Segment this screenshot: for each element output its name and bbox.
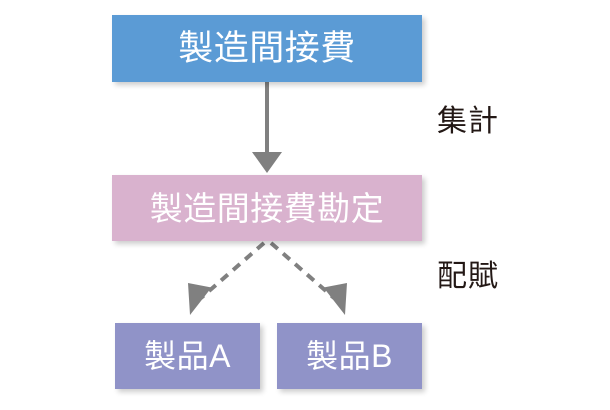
node-label: 製品A — [144, 338, 231, 374]
node-label: 製造間接費 — [178, 29, 356, 68]
node-manufacturing-overhead-account[interactable]: 製造間接費勘定 — [112, 175, 422, 241]
connector-account-to-product-a — [188, 241, 266, 315]
node-product-b[interactable]: 製品B — [277, 323, 422, 389]
node-label: 製品B — [306, 338, 393, 374]
node-manufacturing-overhead[interactable]: 製造間接費 — [112, 15, 422, 82]
connector-account-to-product-b — [269, 241, 347, 315]
connector-overhead-to-account — [252, 82, 282, 173]
edge-label-aggregate: 集計 — [437, 105, 499, 138]
edge-label-allocate: 配賦 — [437, 260, 499, 293]
node-product-a[interactable]: 製品A — [115, 323, 260, 389]
node-label: 製造間接費勘定 — [149, 189, 385, 227]
